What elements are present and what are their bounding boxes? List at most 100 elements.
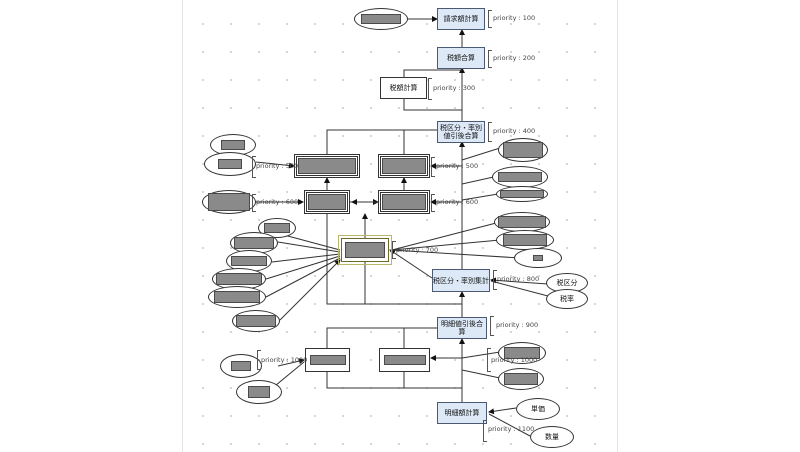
redacted-process-node[interactable]: [305, 348, 350, 372]
unit-price-input[interactable]: 単価: [516, 398, 560, 420]
priority-bracket: [431, 157, 435, 177]
priority-label: priority : 600: [436, 198, 479, 206]
redacted-input[interactable]: [230, 232, 278, 254]
redacted-label: [382, 158, 426, 174]
priority-bracket: [257, 350, 261, 370]
priority-bracket: [252, 156, 256, 178]
redacted-process-node[interactable]: [304, 190, 350, 214]
redacted-input[interactable]: [212, 268, 266, 290]
redacted-label: [298, 158, 356, 174]
redacted-process-node[interactable]: [378, 190, 430, 214]
quantity-input-label: 数量: [545, 433, 559, 441]
quantity-input[interactable]: 数量: [530, 426, 574, 448]
priority-label: priority : 300: [433, 84, 476, 92]
tax-total-label: 税額合算: [447, 54, 475, 62]
redacted-input[interactable]: [236, 380, 282, 404]
selected-process-node[interactable]: [338, 235, 392, 265]
priority-bracket: [431, 194, 435, 212]
redacted-label: [345, 242, 385, 258]
redacted-label: [533, 255, 543, 261]
redacted-input[interactable]: [496, 186, 548, 202]
redacted-label: [216, 273, 262, 285]
detail-amount-calc-label: 明細額計算: [444, 409, 480, 417]
redacted-input[interactable]: [498, 342, 546, 364]
redacted-input[interactable]: [220, 354, 262, 378]
redacted-label: [231, 361, 251, 371]
tax-class-aggregate-node[interactable]: 税区分・率別集計: [432, 269, 490, 292]
priority-label: priority : 700: [396, 246, 439, 254]
redacted-label: [234, 237, 274, 249]
detail-discount-total-node[interactable]: 明細値引後合算: [437, 317, 487, 339]
priority-bracket: [483, 420, 487, 442]
redacted-label: [504, 373, 538, 385]
priority-label: priority : 100: [493, 14, 536, 22]
redacted-input[interactable]: [204, 152, 256, 176]
redacted-input[interactable]: [494, 212, 550, 232]
redacted-label: [214, 291, 260, 303]
tax-class-discount-total-node[interactable]: 税区分・率別 値引後合算: [437, 121, 485, 143]
redacted-label: [264, 223, 290, 233]
redacted-label: [236, 315, 276, 327]
priority-label: priority : 1100: [488, 425, 535, 433]
tax-total-node[interactable]: 税額合算: [437, 47, 485, 69]
redacted-label: [498, 216, 546, 228]
priority-label: priority : 400: [493, 127, 536, 135]
redacted-input[interactable]: [232, 310, 280, 332]
redacted-label: [498, 172, 542, 182]
priority-bracket: [252, 194, 256, 212]
priority-label: priority : 1000: [261, 356, 308, 364]
priority-label: priority : 1000: [491, 356, 538, 364]
redacted-label: [218, 159, 242, 169]
redacted-input[interactable]: [354, 8, 408, 30]
redacted-input[interactable]: [496, 230, 554, 250]
priority-bracket: [487, 348, 491, 372]
unit-price-input-label: 単価: [531, 405, 545, 413]
redacted-input[interactable]: [208, 286, 266, 308]
redacted-label: [309, 355, 346, 365]
redacted-input[interactable]: [514, 248, 562, 268]
priority-bracket: [428, 78, 432, 100]
tax-class-input-label: 税区分: [556, 279, 578, 287]
redacted-label: [382, 194, 426, 210]
tax-rate-input[interactable]: 税率: [546, 289, 588, 309]
redacted-label: [361, 14, 401, 24]
detail-discount-total-label: 明細値引後合算: [441, 320, 483, 336]
redacted-process-node[interactable]: [294, 154, 360, 178]
redacted-label: [231, 256, 267, 266]
billing-calc-node[interactable]: 請求額計算: [437, 8, 485, 30]
priority-label: priority : 500: [436, 162, 479, 170]
redacted-process-node[interactable]: [378, 154, 430, 178]
priority-bracket: [488, 122, 492, 142]
redacted-label: [503, 234, 547, 246]
redacted-label: [308, 194, 346, 210]
tax-class-discount-total-label: 税区分・率別 値引後合算: [440, 124, 482, 140]
redacted-process-node[interactable]: [379, 348, 430, 372]
redacted-input[interactable]: [210, 134, 256, 156]
redacted-label: [504, 347, 540, 359]
redacted-label: [221, 140, 245, 150]
redacted-label: [248, 386, 270, 398]
tax-class-aggregate-label: 税区分・率別集計: [433, 276, 489, 285]
detail-amount-calc-node[interactable]: 明細額計算: [437, 402, 487, 424]
redacted-label: [503, 142, 543, 158]
priority-label: priority : 600: [256, 198, 299, 206]
redacted-input[interactable]: [498, 138, 548, 162]
redacted-label: [383, 355, 426, 365]
redacted-input[interactable]: [202, 190, 256, 214]
priority-bracket: [488, 10, 492, 28]
tax-calc-node[interactable]: 税額計算: [380, 77, 427, 99]
redacted-input[interactable]: [498, 368, 544, 390]
tax-calc-label: 税額計算: [389, 84, 418, 92]
priority-label: priority : 800: [497, 275, 540, 283]
redacted-label: [500, 190, 544, 198]
billing-calc-label: 請求額計算: [443, 15, 479, 23]
priority-label: priority : 900: [496, 321, 539, 329]
redacted-input[interactable]: [492, 166, 548, 188]
priority-bracket: [392, 241, 396, 259]
redacted-input[interactable]: [226, 250, 272, 272]
tax-rate-input-label: 税率: [560, 295, 574, 303]
priority-bracket: [493, 270, 497, 290]
priority-bracket: [488, 50, 492, 68]
priority-label: priority : 200: [493, 54, 536, 62]
